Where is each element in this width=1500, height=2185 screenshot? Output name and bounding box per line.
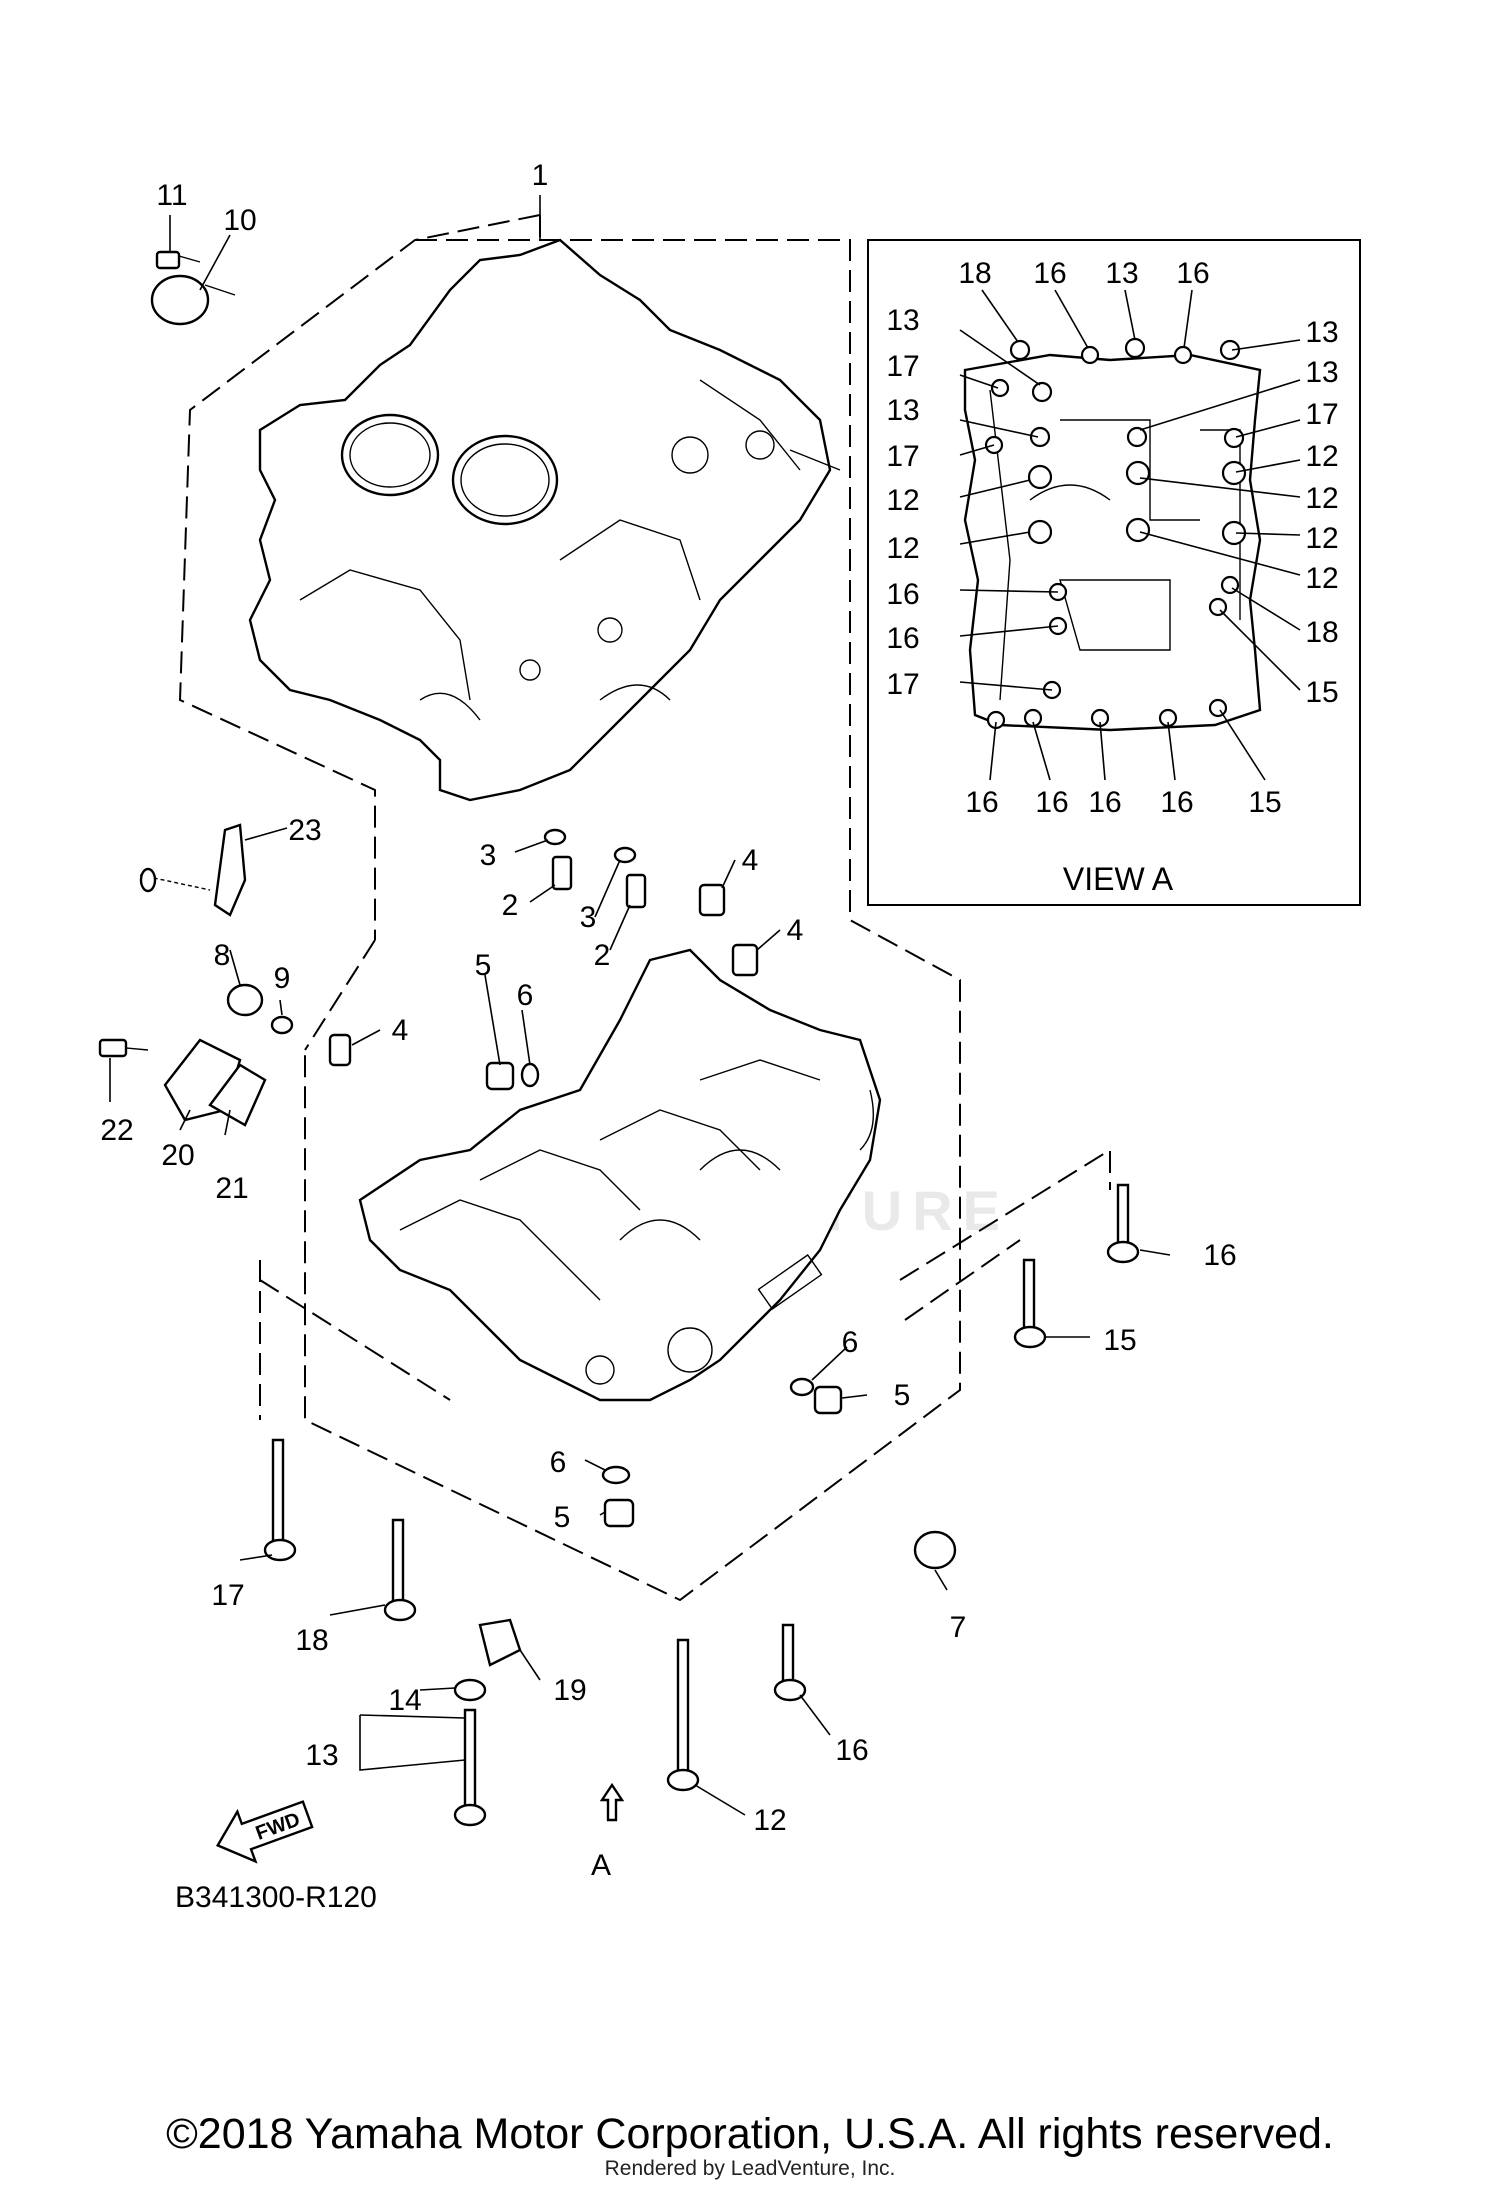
bolts <box>263 1183 1140 1827</box>
small-parts <box>98 250 957 1702</box>
va-callout-15-b: 15 <box>1248 786 1281 819</box>
callout-14: 14 <box>388 1684 421 1717</box>
callout-8: 8 <box>214 939 231 972</box>
callout-6b: 6 <box>842 1326 859 1359</box>
va-callout-16-top-a: 16 <box>1033 257 1066 290</box>
main-callouts-extra: 16 <box>835 1734 868 1767</box>
callout-1: 1 <box>532 159 549 192</box>
callout-10: 10 <box>223 204 256 237</box>
view-a-callouts: 18 16 13 16 13 13 17 13 13 17 17 12 12 1… <box>886 257 1338 819</box>
callout-2: 2 <box>502 889 519 922</box>
view-a-leader-lines <box>959 289 1301 781</box>
main-leader-lines <box>109 195 1171 1816</box>
callout-12: 12 <box>753 1804 786 1837</box>
callout-23: 23 <box>288 814 321 847</box>
callout-16: 16 <box>1203 1239 1236 1272</box>
va-callout-13-l2: 13 <box>886 394 919 427</box>
va-callout-13-r1: 13 <box>1305 316 1338 349</box>
upper-crankcase <box>248 238 841 802</box>
va-callout-16-b3: 16 <box>1088 786 1121 819</box>
callout-3: 3 <box>480 839 497 872</box>
callout-2b: 2 <box>594 939 611 972</box>
va-callout-16-b2: 16 <box>1035 786 1068 819</box>
callout-7: 7 <box>950 1611 967 1644</box>
assembly-boundaries <box>178 214 1111 1602</box>
callout-17: 17 <box>211 1579 244 1612</box>
callout-21: 21 <box>215 1172 248 1205</box>
lower-crankcase <box>358 948 882 1402</box>
view-a-label: VIEW A <box>1063 861 1174 897</box>
va-callout-12-r2: 12 <box>1305 482 1338 515</box>
va-callout-16-l1: 16 <box>886 578 919 611</box>
callout-22: 22 <box>100 1114 133 1147</box>
part-code: B341300-R120 <box>175 1881 377 1914</box>
va-callout-17-l2: 17 <box>886 440 919 473</box>
callout-11: 11 <box>156 179 187 212</box>
callout-18: 18 <box>295 1624 328 1657</box>
va-callout-16-b4: 16 <box>1160 786 1193 819</box>
callout-9: 9 <box>274 962 291 995</box>
callout-4c: 4 <box>392 1014 409 1047</box>
view-a-inset: VIEW A <box>867 239 1361 906</box>
va-callout-13-l1: 13 <box>886 304 919 337</box>
view-a-arrow-label: A <box>591 1849 611 1882</box>
callout-4b: 4 <box>787 914 804 947</box>
va-callout-18-r: 18 <box>1305 616 1338 649</box>
va-callout-12-l1: 12 <box>886 484 919 517</box>
va-callout-12-r3: 12 <box>1305 522 1338 555</box>
copyright: ©2018 Yamaha Motor Corporation, U.S.A. A… <box>166 2110 1334 2158</box>
callout-6: 6 <box>517 979 534 1012</box>
callout-15: 15 <box>1103 1324 1136 1357</box>
fwd-arrow: FWD <box>215 1800 314 1864</box>
callout-13: 13 <box>305 1739 338 1772</box>
va-callout-17-l1: 17 <box>886 350 919 383</box>
callout-6c: 6 <box>550 1446 567 1479</box>
va-callout-13-r3: 17 <box>1305 398 1338 431</box>
va-callout-15-r: 15 <box>1305 676 1338 709</box>
va-callout-16-b1: 16 <box>965 786 998 819</box>
rendered-by: Rendered by LeadVenture, Inc. <box>605 2157 896 2180</box>
callout-20: 20 <box>161 1139 194 1172</box>
va-callout-16-top-b: 16 <box>1176 257 1209 290</box>
callout-3b: 3 <box>580 901 597 934</box>
va-callout-12-r4: 12 <box>1305 562 1338 595</box>
va-callout-12-l2: 12 <box>886 532 919 565</box>
callout-19: 19 <box>553 1674 586 1707</box>
callout-5: 5 <box>475 949 492 982</box>
view-a-arrow: A <box>591 1782 625 1882</box>
callout-5c: 5 <box>554 1501 571 1534</box>
callout-5b: 5 <box>894 1379 911 1412</box>
callout-4: 4 <box>742 844 759 877</box>
va-callout-16-l2: 16 <box>886 622 919 655</box>
main-callouts: 1 2 2 3 3 4 4 4 5 5 5 6 6 6 7 8 9 10 11 … <box>100 159 1236 1837</box>
va-callout-12-r1: 12 <box>1305 440 1338 473</box>
va-callout-13-r2: 13 <box>1305 356 1338 389</box>
va-callout-17-l3: 17 <box>886 668 919 701</box>
va-callout-13-top: 13 <box>1105 257 1138 290</box>
va-callout-18-top: 18 <box>958 257 991 290</box>
callout-16-lower: 16 <box>835 1734 868 1767</box>
